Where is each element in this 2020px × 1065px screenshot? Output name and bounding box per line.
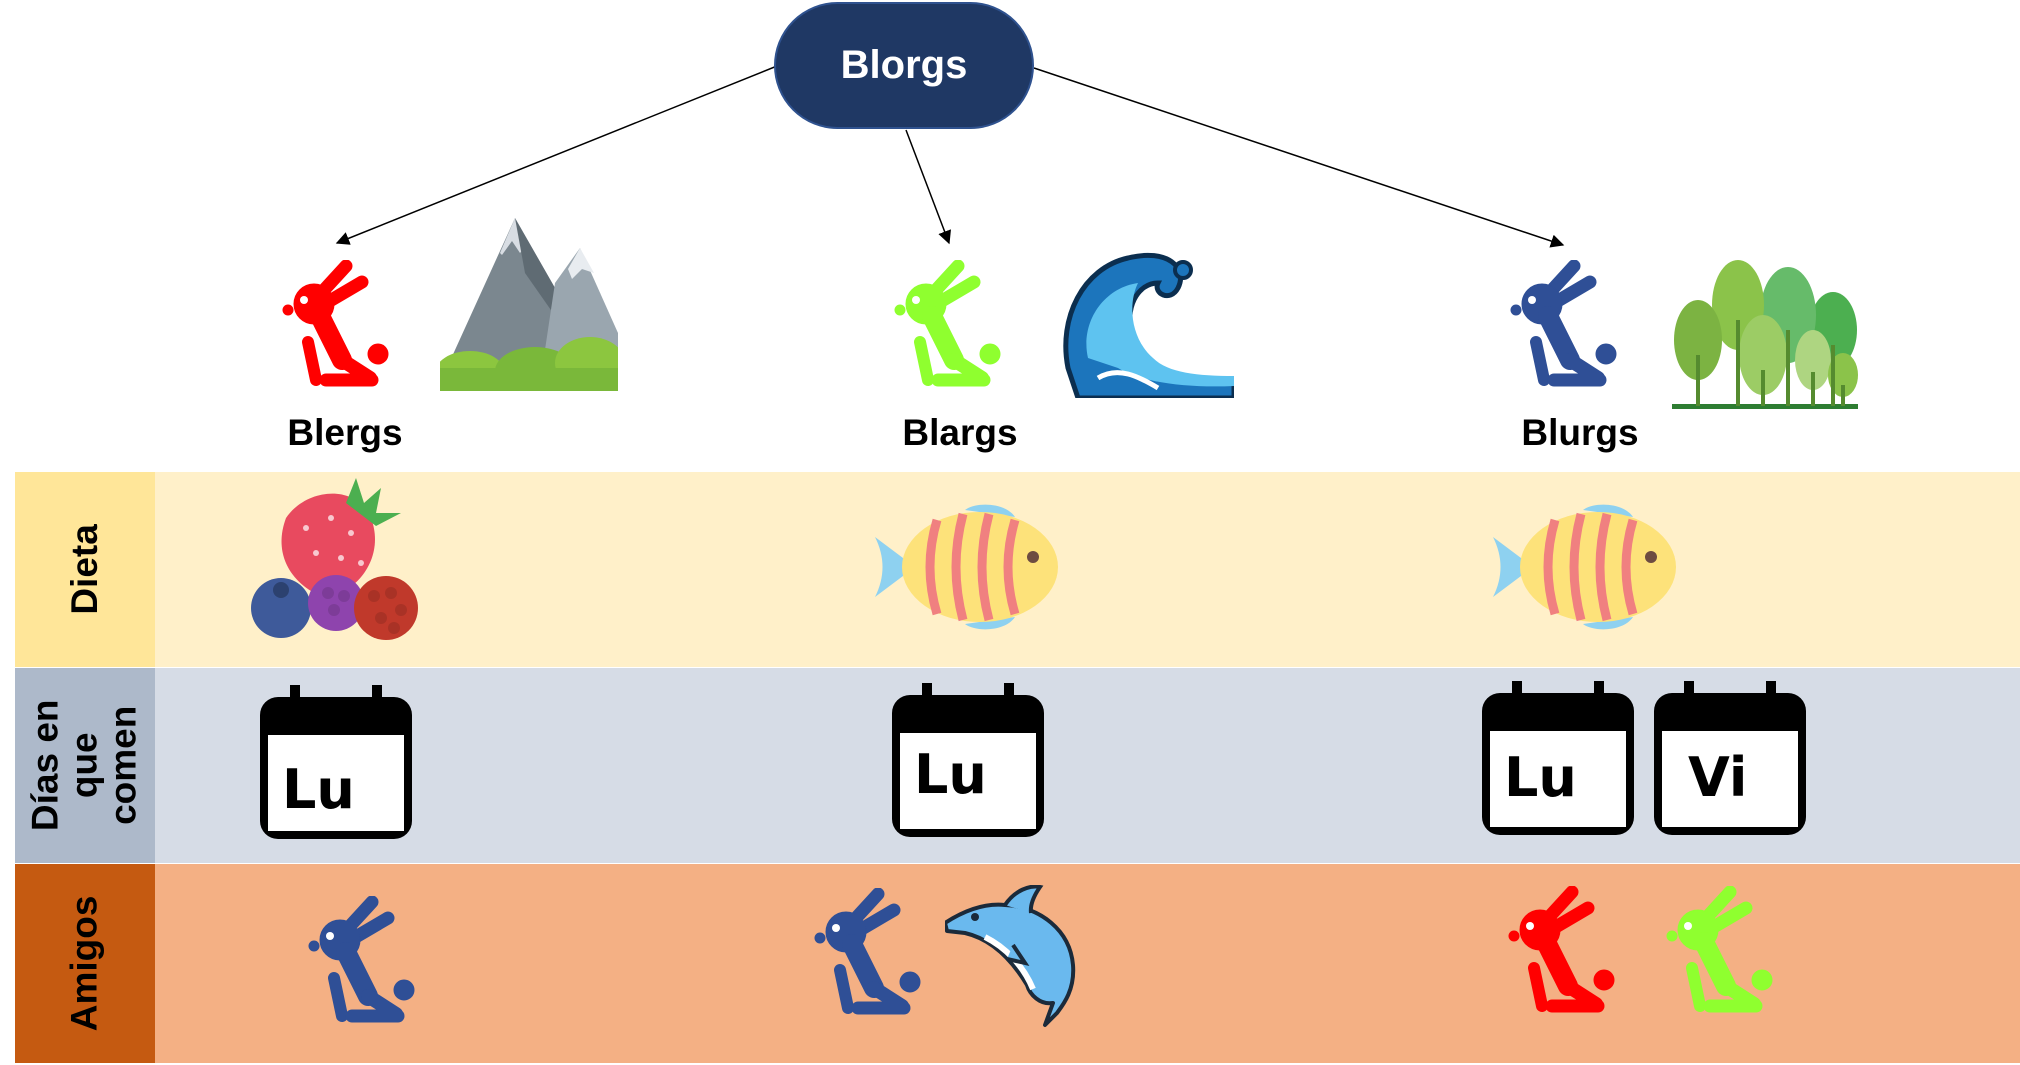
forest-icon <box>1672 260 1858 409</box>
arrow-to-blurgs <box>1033 67 1565 248</box>
red-bunny-icon <box>1508 886 1615 1013</box>
diet-row-header: Dieta <box>15 472 155 667</box>
root-node: Blorgs <box>774 2 1034 129</box>
diet-row-band <box>150 472 2020 667</box>
dolphin-icon <box>945 885 1076 1027</box>
friends-row-header: Amigos <box>15 864 155 1063</box>
species-label-blergs: Blergs <box>287 412 403 453</box>
blargs-bunny-icon <box>894 260 1001 387</box>
days-row-header: Días en que comen <box>15 668 155 863</box>
species-label-blargs: Blargs <box>902 412 1018 453</box>
berries-icon <box>251 478 418 640</box>
blargs-fish-icon <box>875 504 1058 630</box>
calendar-icon: Lu <box>260 685 412 839</box>
days-row-label-line-3: comen <box>102 705 144 826</box>
blue-bunny-icon <box>308 896 415 1023</box>
calendar-icon: Lu <box>892 683 1044 837</box>
calendar-icon: Lu <box>1482 681 1634 835</box>
green-bunny-icon <box>1666 886 1773 1013</box>
species-label-blurgs: Blurgs <box>1521 412 1639 453</box>
arrow-to-blergs <box>335 65 778 245</box>
blurgs-bunny-icon <box>1510 260 1617 387</box>
blergs-bunny-icon <box>282 260 389 387</box>
blue-bunny-icon <box>814 888 921 1015</box>
friends-row-label: Amigos <box>63 895 105 1032</box>
root-label: Blorgs <box>840 43 968 87</box>
calendar-day-label: Lu <box>282 758 355 821</box>
diet-row-label: Dieta <box>63 524 105 615</box>
days-row-label: Días en que comen <box>24 699 144 832</box>
days-row-label-line-1: Días en <box>24 699 66 832</box>
calendar-day-label: Lu <box>1504 746 1577 809</box>
calendar-icon: Vi <box>1654 681 1806 835</box>
days-row-label-line-2: que <box>63 732 105 799</box>
mountain-icon <box>440 218 618 391</box>
blurgs-fish-icon <box>1493 504 1676 630</box>
calendar-day-label: Lu <box>914 743 987 806</box>
arrow-to-blargs <box>905 129 951 245</box>
calendar-day-label: Vi <box>1688 746 1747 809</box>
wave-icon <box>1063 252 1234 398</box>
